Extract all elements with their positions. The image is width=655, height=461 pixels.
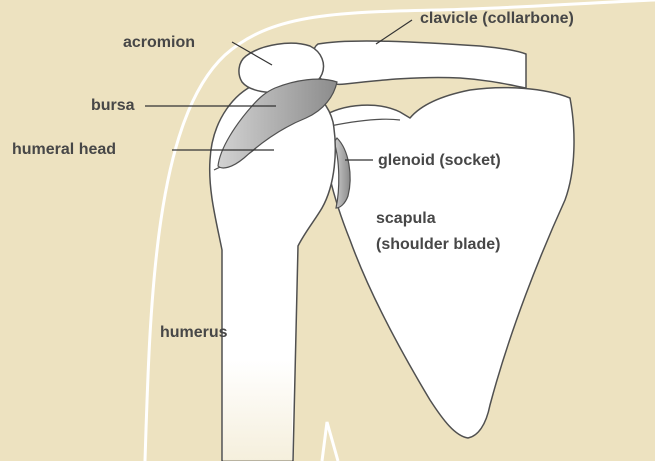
label-clavicle: clavicle (collarbone)	[420, 9, 574, 28]
label-shoulder-blade: (shoulder blade)	[376, 235, 500, 254]
clavicle-bone	[312, 41, 526, 88]
label-acromion: acromion	[123, 33, 195, 52]
label-scapula: scapula	[376, 209, 436, 228]
label-glenoid: glenoid (socket)	[378, 151, 501, 170]
label-humerus: humerus	[160, 323, 228, 342]
humerus-shaft-fade	[223, 360, 292, 461]
label-humeral-head: humeral head	[12, 140, 116, 159]
label-bursa: bursa	[91, 96, 135, 115]
armpit-outline	[322, 422, 338, 461]
leader-clavicle	[376, 20, 412, 44]
scapula-bone	[320, 88, 574, 438]
